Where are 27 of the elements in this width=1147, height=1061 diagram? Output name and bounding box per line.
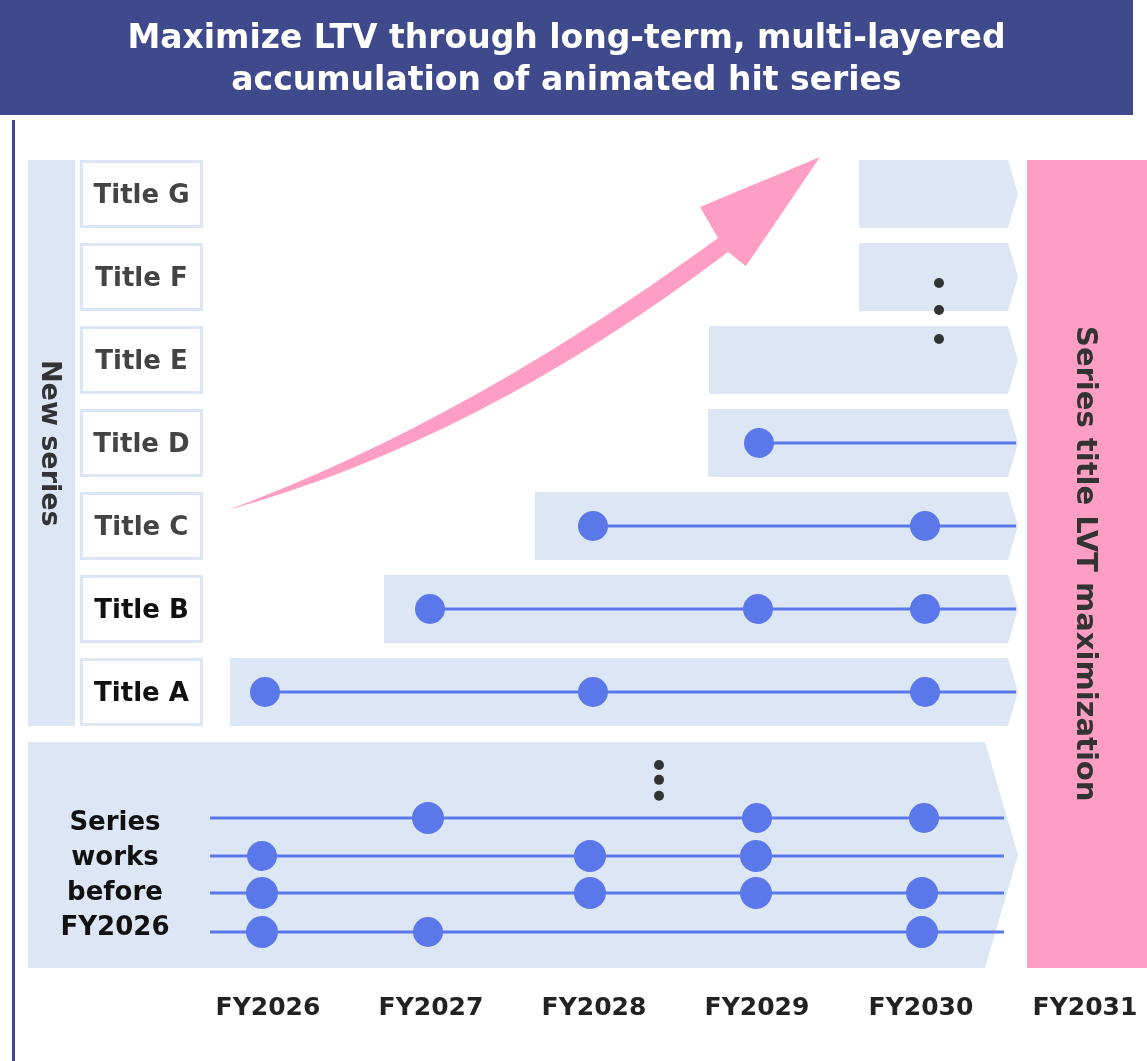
title-label: Title E — [95, 345, 188, 375]
title-label: Title G — [93, 179, 190, 209]
year-label: FY2028 — [540, 992, 648, 1021]
title-label: Title F — [95, 262, 188, 292]
year-label: FY2029 — [703, 992, 811, 1021]
title-label: Title C — [94, 511, 189, 541]
past-works-band — [28, 742, 1018, 968]
title-label-box — [80, 492, 203, 560]
title-label-box — [80, 658, 203, 726]
band-label: New series — [36, 359, 67, 527]
year-label: FY2031 — [1031, 992, 1139, 1021]
title-label: Title A — [94, 677, 189, 707]
title-label-box — [80, 160, 203, 228]
title-label: Title D — [93, 428, 190, 458]
title-label: Title B — [94, 594, 189, 624]
title-label-box — [80, 575, 203, 643]
year-label: FY2030 — [867, 992, 975, 1021]
goal-label: Series title LVT maximization — [1070, 326, 1104, 802]
title-label-box — [80, 409, 203, 477]
title-label-box — [80, 243, 203, 311]
title-banner: Maximize LTV through long-term, multi-layered accumulation of animated hit series — [0, 0, 1133, 115]
goal-bar — [1027, 160, 1147, 968]
year-label: FY2026 — [214, 992, 322, 1021]
year-label: FY2027 — [377, 992, 485, 1021]
title-label-box — [80, 326, 203, 394]
side-band — [28, 160, 75, 726]
band-label: Series works before FY2026 — [59, 805, 171, 943]
